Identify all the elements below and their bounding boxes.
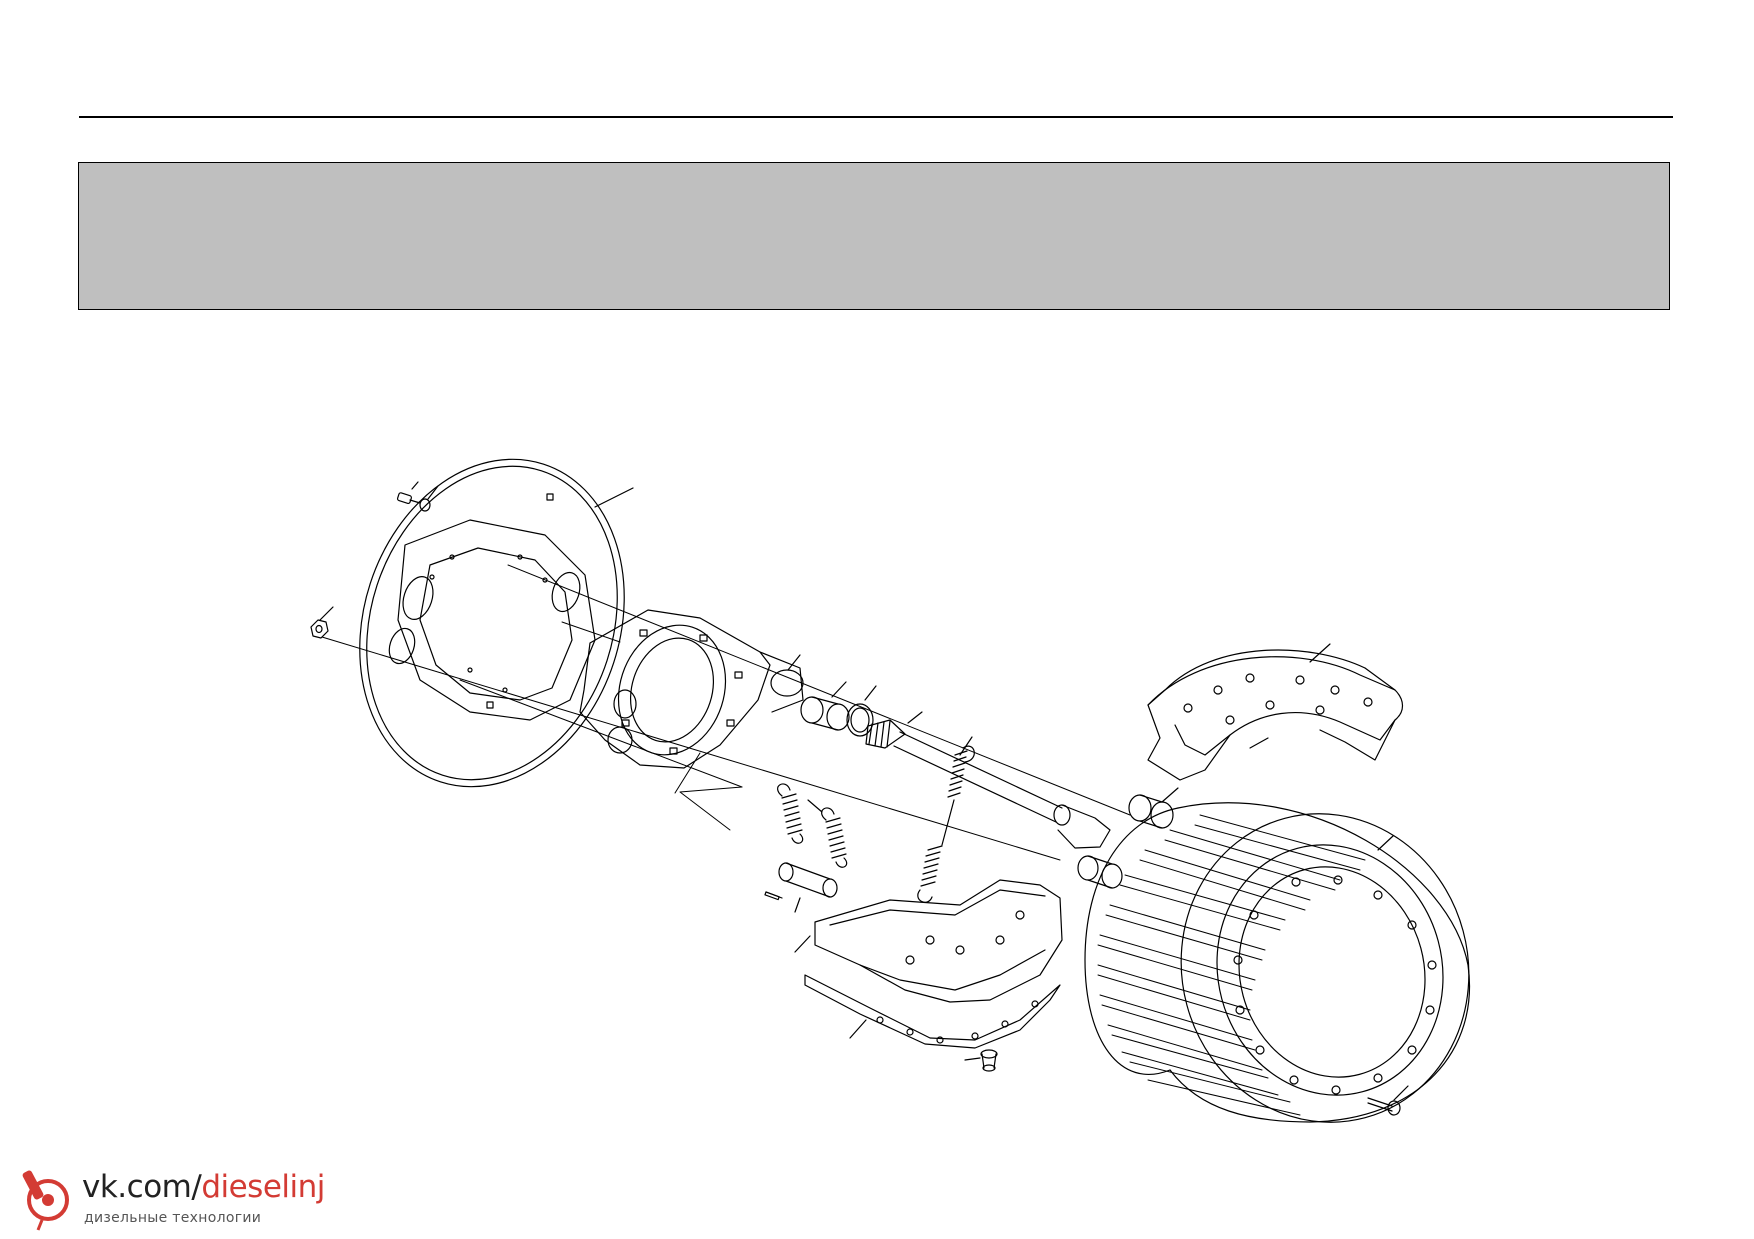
return-spring-icon — [917, 736, 975, 903]
top-rule — [79, 116, 1673, 118]
anchor-pin-icon — [764, 862, 838, 913]
watermark-url[interactable]: vk.com/dieselinj — [82, 1169, 325, 1205]
retaining-spring-icon — [777, 783, 848, 868]
bolt-icon — [1367, 1085, 1409, 1116]
bolt-icon — [396, 481, 421, 505]
seal-ring-icon — [846, 685, 877, 737]
camshaft-icon — [865, 711, 1111, 849]
nut-icon — [310, 606, 334, 639]
washer-icon — [419, 485, 439, 512]
header-band — [78, 162, 1670, 310]
brake-drum-icon — [1084, 802, 1470, 1123]
roller-icon — [1077, 787, 1179, 889]
watermark: vk.com/dieselinj дизельные технологии — [14, 1164, 325, 1234]
brake-shoe-icon — [1147, 643, 1404, 781]
assembly-axis-lines — [321, 564, 1131, 861]
dust-shield-icon — [359, 458, 634, 788]
bushing-icon — [800, 681, 850, 731]
injector-logo-icon — [22, 1170, 69, 1231]
watermark-subtitle: дизельные технологии — [84, 1210, 262, 1226]
brake-spider-icon — [579, 609, 804, 769]
brake-lining-icon — [794, 879, 1063, 1049]
rivet-icon — [964, 1049, 998, 1072]
